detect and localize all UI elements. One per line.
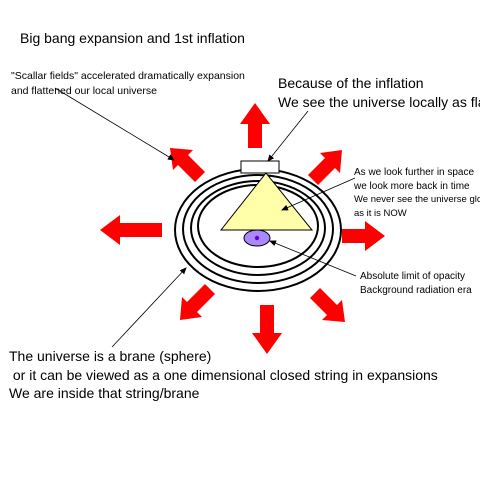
inflation-note-line-2: We see the universe locally as flat [278,94,480,110]
brane-pointer-line [111,267,187,348]
arrow-up [240,103,270,148]
diagram-title: Big bang expansion and 1st inflation [20,30,245,46]
ring-3 [190,180,326,276]
opacity-note-line-2: Background radiation era [360,285,472,296]
brane-note-line-2: or it can be viewed as a one dimensional… [9,366,438,383]
scalar-pointer-line [54,87,175,161]
lookback-note-line-2: we look more back in time [354,180,470,192]
scalar-fields-note: "Scallar fields" accelerated dramaticall… [11,69,245,99]
lookback-note-line-1: As we look further in space [354,167,475,178]
expansion-arrows [100,103,385,354]
arrow-up-right [308,150,342,185]
opacity-limit-note: Absolute limit of opacity Background rad… [360,270,472,298]
observer-dot [254,235,260,241]
brane-note-line-3: We are inside that string/brane [9,385,200,401]
lookback-note-line-3: We never see the universe globally [354,194,480,205]
inflation-pointer-line [267,110,309,162]
arrow-up-left [170,148,205,182]
inflation-note-line-1: Because of the inflation [278,75,424,91]
arrow-left [100,215,162,245]
brane-note-line-1: The universe is a brane (sphere) [9,348,212,364]
scalar-note-line-2: and flattened our local universe [11,85,157,97]
scalar-note-line-1: "Scallar fields" accelerated dramaticall… [11,70,245,82]
lookback-pointer-line [281,177,356,211]
inflation-note: Because of the inflation We see the univ… [278,74,480,112]
brane-note: The universe is a brane (sphere) or it c… [9,347,438,403]
opacity-pointer-line [269,240,357,277]
arrow-down-left [180,284,215,320]
arrow-right [342,221,385,251]
ring-2 [182,174,334,284]
arrow-down-right [310,288,345,322]
lookback-note: As we look further in space we look more… [354,166,480,220]
local-flat-box [240,160,280,174]
arrow-down [252,305,282,354]
lookback-note-line-4: as it is NOW [354,207,407,219]
observation-cone-triangle [219,172,314,231]
opacity-note-line-1: Absolute limit of opacity [360,271,466,282]
